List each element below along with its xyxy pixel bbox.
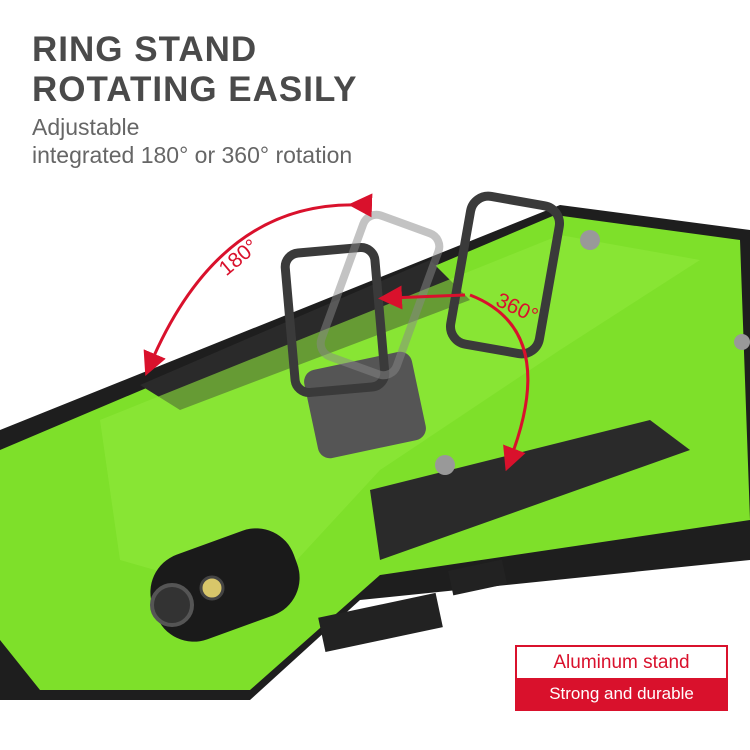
screw-icon xyxy=(580,230,600,250)
feature-badge: Aluminum stand Strong and durable xyxy=(515,645,728,711)
screw-icon xyxy=(734,334,750,350)
grip-bottom xyxy=(370,420,690,560)
headline-line-1: RING STAND xyxy=(32,30,258,69)
screw-icon xyxy=(435,455,455,475)
power-button xyxy=(448,559,508,596)
rotate-180-arrow xyxy=(143,193,373,377)
rotate-360-arrow xyxy=(469,293,530,472)
subheadline-line-2: integrated 180° or 360° rotation xyxy=(32,142,353,168)
rotate-360-arrow-start xyxy=(378,285,466,310)
ring-base xyxy=(304,351,426,459)
subheadline-line-1: Adjustable xyxy=(32,114,140,140)
badge-subtitle: Strong and durable xyxy=(517,678,726,709)
volume-buttons xyxy=(318,592,443,653)
ring-stand-upright xyxy=(446,191,564,359)
flash-icon xyxy=(199,575,225,601)
rotation-label-180: 180° xyxy=(215,235,263,281)
camera-lens-icon xyxy=(150,583,194,627)
headline-line-2: ROTATING EASILY xyxy=(32,70,358,109)
badge-title: Aluminum stand xyxy=(517,647,726,678)
